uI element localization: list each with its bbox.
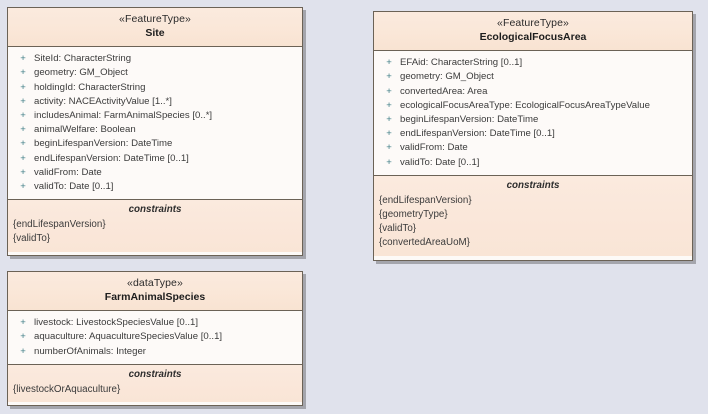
class-header-ecologicalfocusarea: «FeatureType» EcologicalFocusArea [374,12,692,52]
constraint-item: {geometryType} [379,209,448,221]
class-name: Site [145,27,165,40]
visibility-marker: + [386,142,392,154]
visibility-marker: + [386,114,392,126]
class-constraints-site: constraints {endLifespanVersion} {validT… [8,199,302,252]
visibility-marker: + [386,71,392,83]
constraints-label: constraints [128,204,182,216]
attribute-text: EFAid: CharacterString [0..1] [400,57,523,69]
attribute-row: + beginLifespanVersion: DateTime [378,113,688,127]
visibility-marker: + [20,110,26,122]
constraints-label: constraints [506,179,560,191]
attribute-text: ecologicalFocusAreaType: EcologicalFocus… [400,99,650,111]
attribute-row: + geometry: GM_Object [12,66,298,80]
attribute-row: + numberOfAnimals: Integer [12,345,298,359]
constraint-item: {endLifespanVersion} [379,194,472,206]
attribute-row: + validTo: Date [0..1] [378,156,688,170]
attribute-row: + validFrom: Date [378,141,688,155]
visibility-marker: + [20,81,26,93]
visibility-marker: + [386,99,392,111]
visibility-marker: + [386,57,392,69]
visibility-marker: + [20,166,26,178]
attribute-text: validTo: Date [0..1] [400,156,480,168]
attribute-row: + SiteId: CharacterString [12,52,298,66]
constraint-item: {convertedAreaUoM} [379,237,470,249]
attribute-text: livestock: LivestockSpeciesValue [0..1] [34,317,199,329]
attribute-text: validTo: Date [0..1] [34,181,114,193]
constraint-item: {endLifespanVersion} [13,219,106,231]
attribute-row: + activity: NACEActivityValue [1..*] [12,95,298,109]
attribute-text: animalWelfare: Boolean [34,124,136,136]
visibility-marker: + [20,331,26,343]
class-stereotype: «FeatureType» [119,13,191,25]
attribute-text: endLifespanVersion: DateTime [0..1] [400,128,555,140]
attribute-text: validFrom: Date [400,142,468,154]
attribute-row: + animalWelfare: Boolean [12,123,298,137]
visibility-marker: + [20,181,26,193]
class-stereotype: «FeatureType» [497,17,569,29]
uml-class-ecologicalfocusarea[interactable]: «FeatureType» EcologicalFocusArea + EFAi… [373,11,693,261]
attribute-row: + geometry: GM_Object [378,70,688,84]
visibility-marker: + [20,345,26,357]
attribute-row: + endLifespanVersion: DateTime [0..1] [378,127,688,141]
attribute-row: + livestock: LivestockSpeciesValue [0..1… [12,316,298,330]
attribute-text: holdingId: CharacterString [34,81,146,93]
attribute-row: + EFAid: CharacterString [0..1] [378,56,688,70]
attribute-text: activity: NACEActivityValue [1..*] [34,95,172,107]
constraint-item: {validTo} [13,233,51,245]
attribute-text: geometry: GM_Object [400,71,494,83]
attribute-row: + convertedArea: Area [378,85,688,99]
attribute-text: SiteId: CharacterString [34,53,132,65]
constraint-item: {livestockOrAquaculture} [13,383,121,395]
class-constraints-ecologicalfocusarea: constraints {endLifespanVersion} {geomet… [374,174,692,256]
attribute-text: geometry: GM_Object [34,67,128,79]
visibility-marker: + [386,156,392,168]
constraint-item: {validTo} [379,223,417,235]
attribute-text: convertedArea: Area [400,85,488,97]
attribute-row: + endLifespanVersion: DateTime [0..1] [12,152,298,166]
attribute-row: + beginLifespanVersion: DateTime [12,137,298,151]
class-attributes-ecologicalfocusarea: + EFAid: CharacterString [0..1] + geomet… [374,51,692,175]
attribute-text: validFrom: Date [34,166,102,178]
visibility-marker: + [20,124,26,136]
class-attributes-farmanimalspecies: + livestock: LivestockSpeciesValue [0..1… [8,311,302,364]
class-constraints-farmanimalspecies: constraints {livestockOrAquaculture} [8,363,302,403]
uml-class-site[interactable]: «FeatureType» Site + SiteId: CharacterSt… [7,7,303,256]
uml-class-farmanimalspecies[interactable]: «dataType» FarmAnimalSpecies + livestock… [7,271,303,406]
class-header-farmanimalspecies: «dataType» FarmAnimalSpecies [8,272,302,312]
visibility-marker: + [20,95,26,107]
attribute-text: includesAnimal: FarmAnimalSpecies [0..*] [34,110,213,122]
class-header-site: «FeatureType» Site [8,8,302,48]
attribute-text: beginLifespanVersion: DateTime [34,138,173,150]
attribute-text: numberOfAnimals: Integer [34,345,146,357]
attribute-row: + aquaculture: AquacultureSpeciesValue [… [12,330,298,344]
attribute-text: endLifespanVersion: DateTime [0..1] [34,152,189,164]
constraints-label: constraints [128,368,182,380]
attribute-row: + holdingId: CharacterString [12,81,298,95]
class-stereotype: «dataType» [127,277,183,289]
visibility-marker: + [20,152,26,164]
attribute-row: + validFrom: Date [12,166,298,180]
visibility-marker: + [20,317,26,329]
visibility-marker: + [20,138,26,150]
visibility-marker: + [386,85,392,97]
attribute-text: aquaculture: AquacultureSpeciesValue [0.… [34,331,223,343]
attribute-text: beginLifespanVersion: DateTime [400,114,539,126]
visibility-marker: + [386,128,392,140]
class-attributes-site: + SiteId: CharacterString + geometry: GM… [8,47,302,200]
attribute-row: + includesAnimal: FarmAnimalSpecies [0..… [12,109,298,123]
attribute-row: + ecologicalFocusAreaType: EcologicalFoc… [378,99,688,113]
class-name: FarmAnimalSpecies [104,291,206,304]
visibility-marker: + [20,67,26,79]
attribute-row: + validTo: Date [0..1] [12,180,298,194]
visibility-marker: + [20,53,26,65]
class-name: EcologicalFocusArea [479,31,587,44]
